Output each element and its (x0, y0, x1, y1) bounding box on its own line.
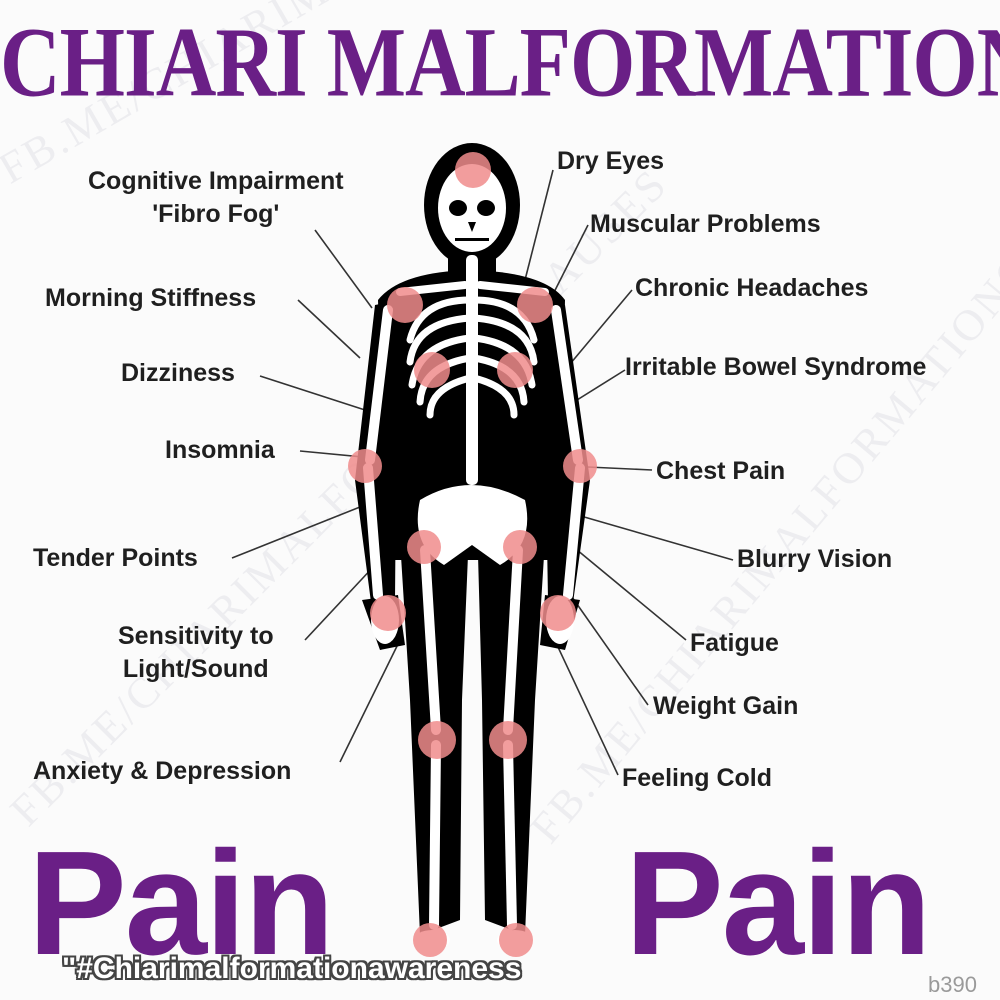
pain-spot-shoulder-right (517, 287, 553, 323)
label-cognitive: Cognitive Impairment 'Fibro Fog' (88, 165, 344, 231)
bones (363, 164, 585, 950)
line-morning-stiffness (297, 299, 361, 359)
skull (438, 164, 506, 252)
label-feeling-cold: Feeling Cold (622, 764, 772, 792)
pain-spot-shoulder-left (387, 287, 423, 323)
pain-spot-foot-right (499, 923, 533, 957)
label-dizziness: Dizziness (121, 359, 235, 387)
label-fatigue: Fatigue (690, 629, 779, 657)
label-weight-gain: Weight Gain (653, 692, 799, 720)
pain-spot-foot-left (413, 923, 447, 957)
pain-spot-elbow-left (348, 449, 382, 483)
line-dizziness (259, 375, 366, 411)
pain-spot-chest-right (497, 352, 533, 388)
line-blurry-vision (559, 509, 734, 561)
line-headaches (564, 289, 633, 371)
label-cognitive-line2: 'Fibro Fog' (152, 200, 280, 228)
label-anxiety: Anxiety & Depression (33, 757, 292, 785)
spine (466, 255, 478, 485)
pain-spot-elbow-right (563, 449, 597, 483)
label-insomnia: Insomnia (165, 436, 275, 464)
pain-word-right: Pain (625, 821, 932, 986)
label-chest-pain: Chest Pain (656, 457, 786, 485)
pelvis (417, 485, 528, 565)
label-cognitive-line1: Cognitive Impairment (88, 167, 344, 195)
label-tender-points: Tender Points (33, 544, 198, 572)
label-sensitivity: Sensitivity to Light/Sound (118, 620, 274, 686)
label-morning-stiffness: Morning Stiffness (45, 284, 257, 312)
line-anxiety (339, 639, 401, 763)
pain-spot-hip-right (503, 530, 537, 564)
pain-word-left: Pain (28, 821, 335, 986)
label-ibs: Irritable Bowel Syndrome (625, 353, 927, 381)
line-sensitivity (304, 564, 376, 641)
pain-spot-wrist-left (370, 595, 406, 631)
skull-features (449, 200, 495, 241)
limb-bones (363, 305, 585, 930)
line-feeling-cold (549, 629, 619, 776)
line-fatigue (564, 539, 687, 641)
line-cognitive (314, 229, 373, 309)
line-tender-points (231, 504, 366, 559)
hands-feet (371, 596, 574, 950)
hashtag-caption: "#Chiarimalformationawareness (62, 952, 522, 985)
line-dry-eyes (524, 169, 554, 281)
pain-spot-knee-left (418, 721, 456, 759)
label-blurry-vision: Blurry Vision (737, 545, 893, 573)
pain-spot-chest-left (414, 352, 450, 388)
pain-spot-head (455, 152, 491, 188)
label-sensitivity-line2: Light/Sound (122, 655, 269, 683)
pain-spot-knee-right (489, 721, 527, 759)
pain-spot-wrist-right (540, 595, 576, 631)
label-headaches: Chronic Headaches (635, 274, 869, 302)
label-muscular: Muscular Problems (590, 210, 821, 238)
label-sensitivity-line1: Sensitivity to (118, 622, 274, 650)
page-title: CHIARI MALFORMATION (0, 8, 1000, 119)
label-dry-eyes: Dry Eyes (557, 147, 665, 175)
pain-spots (348, 152, 597, 957)
corner-code: b390 (928, 972, 977, 997)
pain-spot-hip-left (407, 530, 441, 564)
